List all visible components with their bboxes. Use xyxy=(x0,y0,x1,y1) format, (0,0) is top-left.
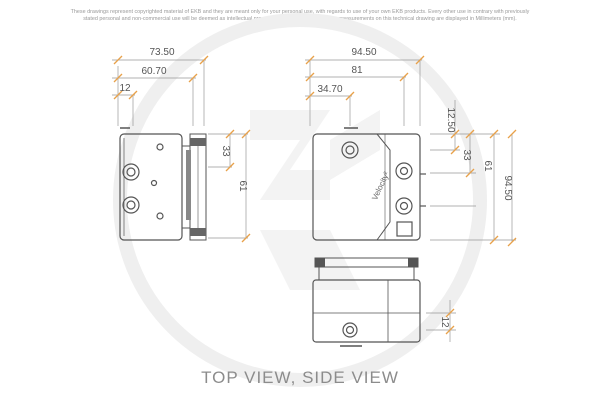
right-dimension-lines xyxy=(305,59,516,242)
velocity-brand-label: Velocity² xyxy=(370,170,391,202)
right-dim-9450: 94.50 xyxy=(502,175,513,200)
left-dimension-ticks xyxy=(113,55,251,243)
left-dim-overall: 73.50 xyxy=(149,47,174,58)
left-dimension-lines xyxy=(112,59,248,239)
watermark-ek-mark xyxy=(250,110,380,290)
right-dim-overall: 94.50 xyxy=(351,47,376,58)
left-view-body xyxy=(119,127,207,241)
side-dimension-ticks xyxy=(445,308,455,335)
side-view-body xyxy=(312,257,421,347)
drawing-caption: TOP VIEW, SIDE VIEW xyxy=(201,368,399,387)
right-dim-1250: 12.50 xyxy=(445,107,456,132)
right-dim-61: 61 xyxy=(482,160,493,172)
left-dim-61: 61 xyxy=(237,180,248,192)
left-dim-small: 12 xyxy=(119,83,131,94)
side-dim-12: 12 xyxy=(439,316,450,328)
right-view-body xyxy=(312,127,426,241)
right-dimension-ticks xyxy=(305,55,517,247)
left-dim-mid: 60.70 xyxy=(141,66,166,77)
right-dim-33: 33 xyxy=(461,149,472,161)
disclaimer-line-1: These drawings represent copyrighted mat… xyxy=(70,9,530,15)
left-dim-33: 33 xyxy=(220,145,231,157)
side-dimension-lines xyxy=(426,300,456,342)
right-dim-81: 81 xyxy=(351,65,363,76)
right-dim-3470: 34.70 xyxy=(317,84,342,95)
